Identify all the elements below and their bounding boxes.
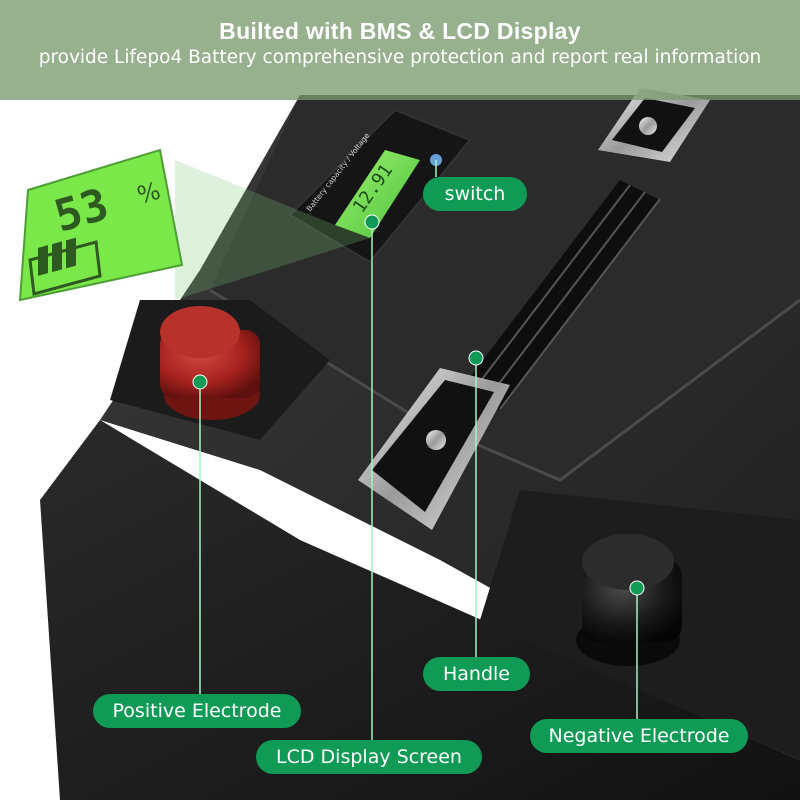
positive-dot [192,374,208,390]
lcd-dot [364,214,380,230]
leader-lines [199,160,638,740]
bolt-icon [426,430,446,450]
negative-electrode-label: Negative Electrode [530,719,748,753]
lcd-display-screen-label: LCD Display Screen [256,740,482,774]
handle-label: Handle [423,657,530,691]
bolt-icon [639,117,657,135]
switch-label: switch [423,177,527,211]
banner-title: Builted with BMS & LCD Display [219,18,581,44]
banner-subtitle: provide Lifepo4 Battery comprehensive pr… [38,47,762,68]
handle-dot [468,350,484,366]
negative-terminal [576,534,682,666]
lcd-zoom-callout [18,148,370,302]
header-banner: Builted with BMS & LCD Display provide L… [0,0,800,100]
negative-dot [629,580,645,596]
battery-level-icon [28,237,102,296]
handle [358,88,710,530]
positive-electrode-label: Positive Electrode [93,694,301,728]
leader-dots [192,214,645,596]
lcd-screen-glass [335,150,420,238]
zoom-beam [175,160,370,300]
positive-terminal [160,306,260,420]
